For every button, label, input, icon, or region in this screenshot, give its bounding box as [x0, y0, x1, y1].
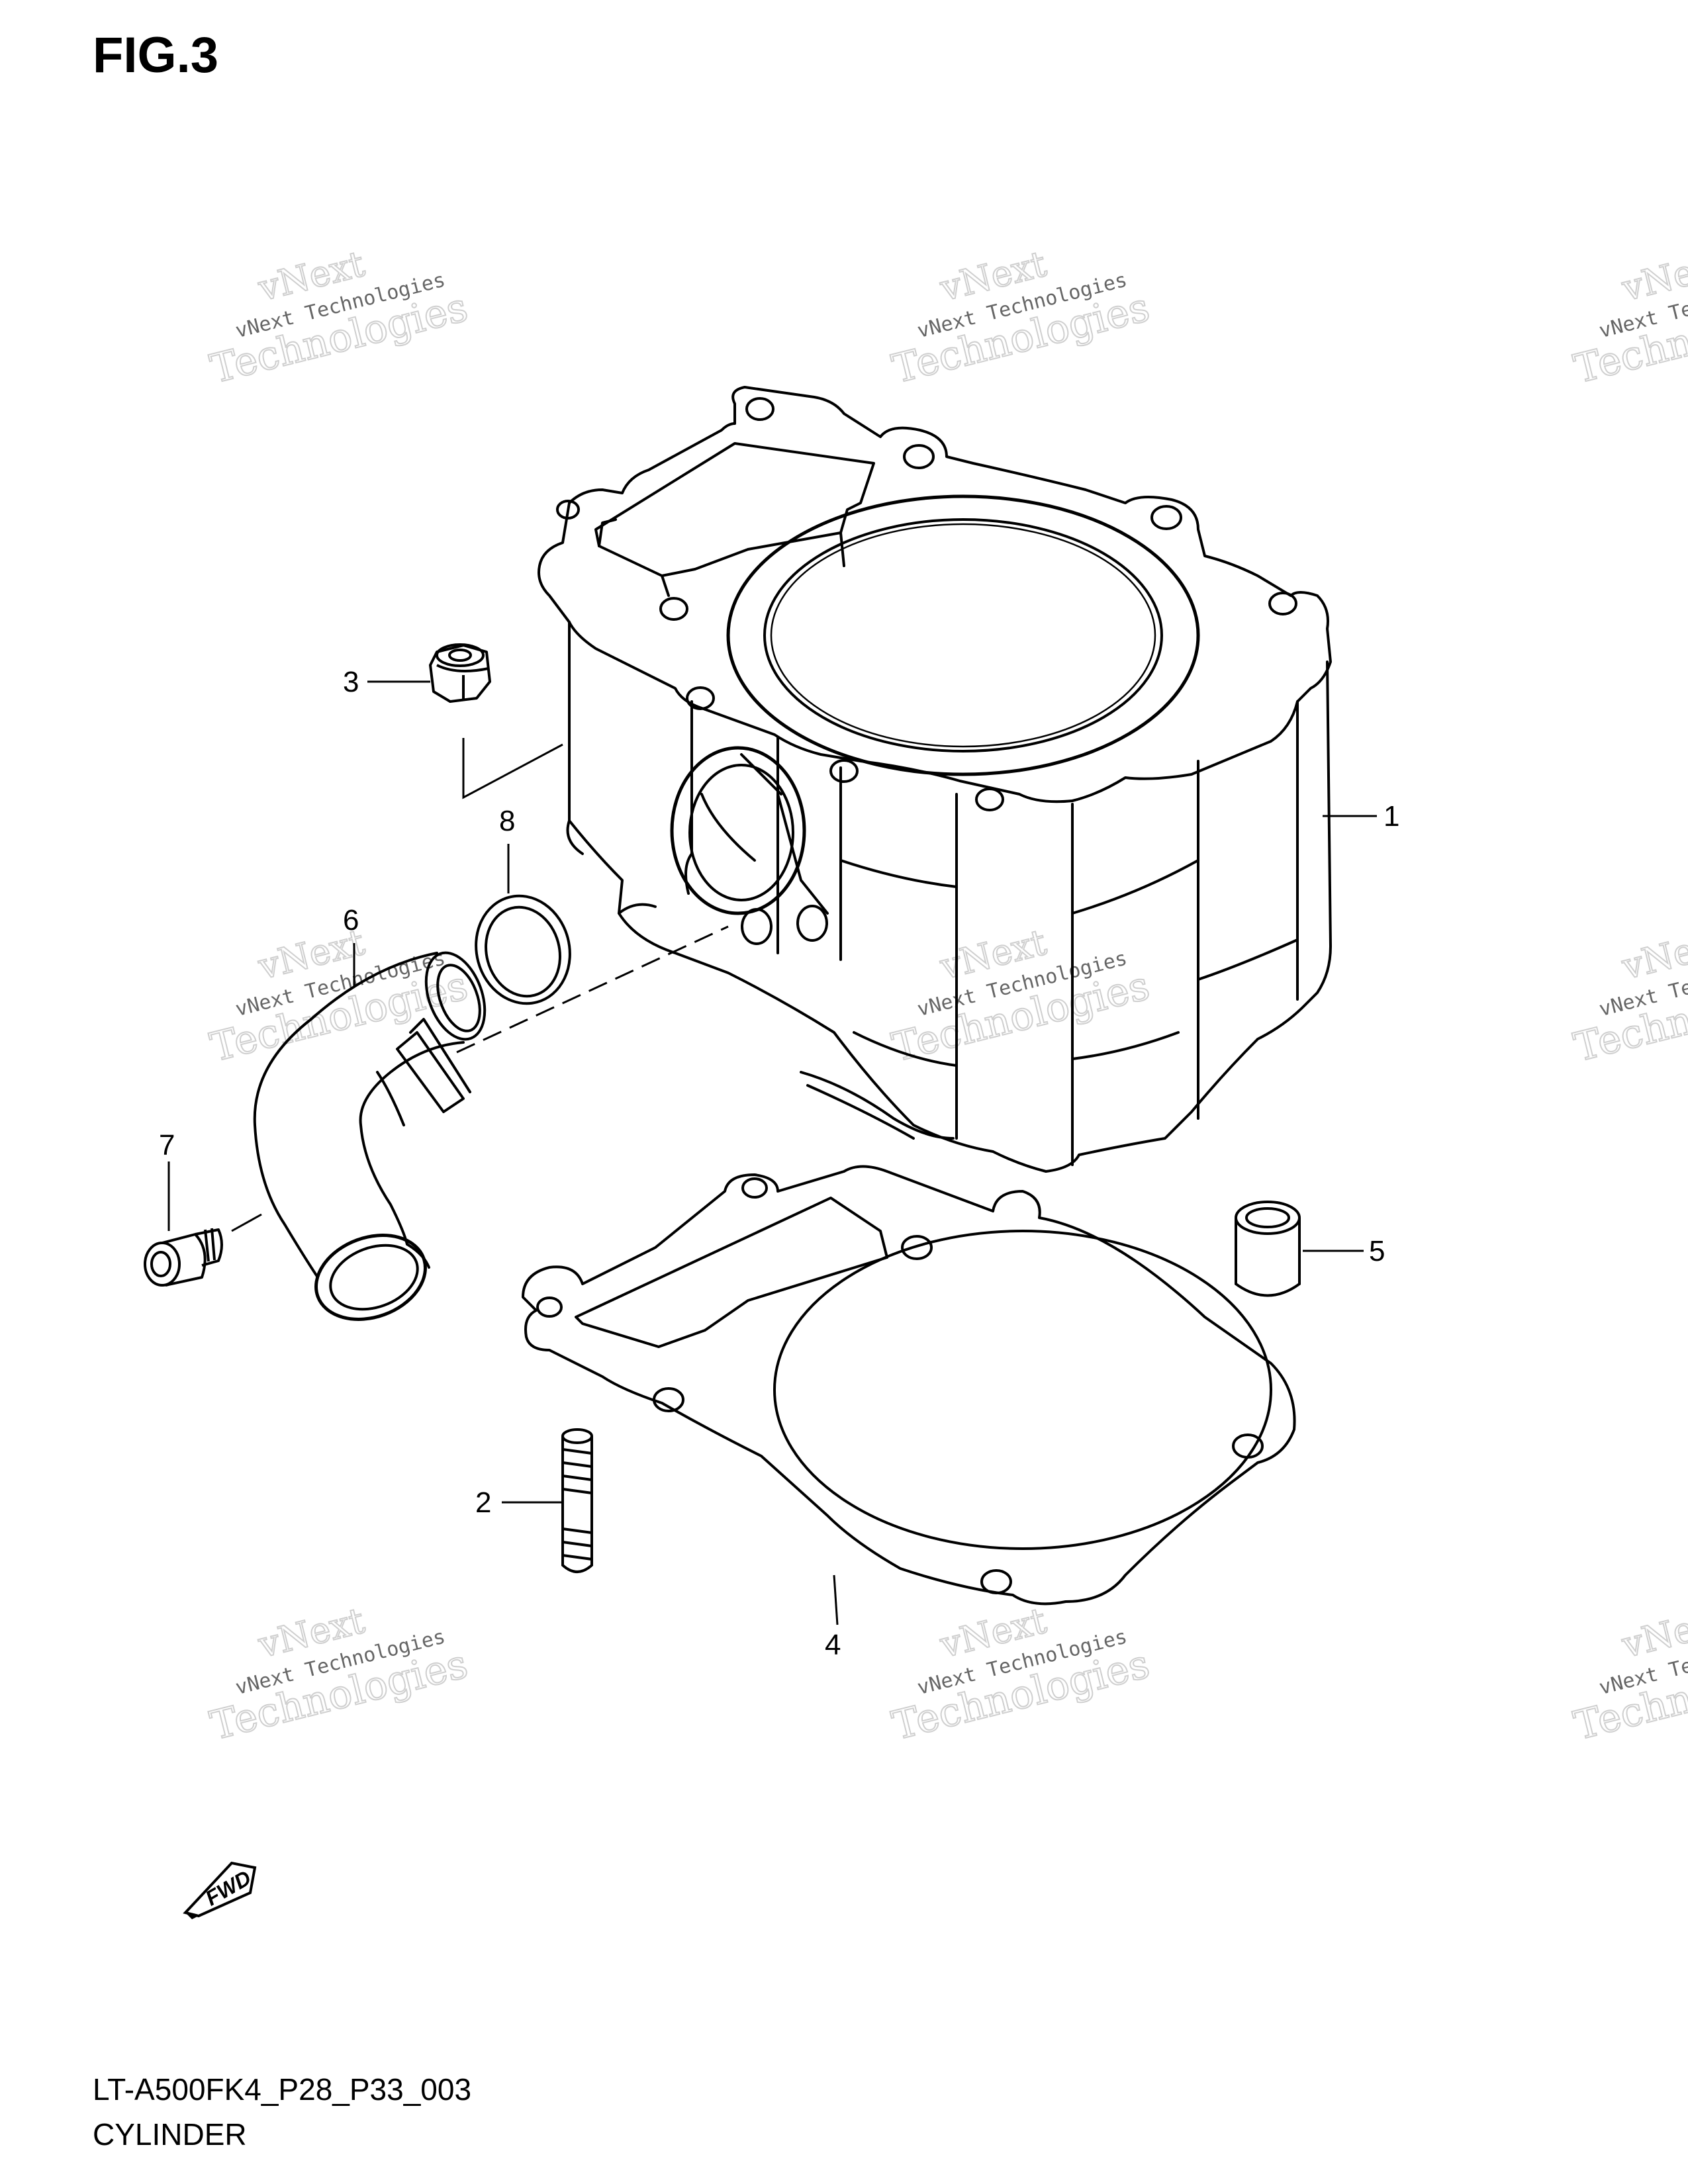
watermark-mid-right: vNext vNext Technologies Technologies — [1569, 921, 1688, 1071]
watermark-top-right: vNext vNext Technologies Technologies — [1569, 242, 1688, 393]
watermark-top-left: vNext vNext Technologies Technologies — [205, 242, 473, 393]
watermark-mid-center: vNext vNext Technologies Technologies — [887, 921, 1154, 1071]
part-8-o-ring — [475, 894, 571, 1005]
model-code: LT-A500FK4_P28_P33_003 — [93, 2072, 472, 2107]
part-2-stud-bolt — [561, 1428, 593, 1573]
part-1-cylinder — [538, 386, 1332, 1173]
callout-4: 4 — [825, 1629, 841, 1661]
callout-1: 1 — [1383, 800, 1399, 833]
callout-7: 7 — [159, 1129, 175, 1161]
part-5-dowel-pin — [1235, 1201, 1301, 1297]
callout-5: 5 — [1369, 1235, 1385, 1267]
watermark-group: vNext vNext Technologies Technologies vN… — [205, 242, 1688, 1750]
callout-numbers: 1 2 3 4 5 6 7 8 — [159, 666, 1399, 1661]
part-7-screw — [144, 1228, 223, 1287]
watermark-bottom-right: vNext vNext Technologies Technologies — [1569, 1599, 1688, 1750]
watermark-top-center: vNext vNext Technologies Technologies — [887, 242, 1154, 393]
part-6-intake-pipe — [253, 951, 487, 1321]
part-4-cylinder-gasket — [522, 1165, 1296, 1606]
callout-3: 3 — [343, 666, 359, 698]
part-3-nut — [429, 643, 491, 703]
figure-title: FIG.3 — [93, 27, 219, 83]
leader-lines — [167, 680, 1377, 1625]
fwd-direction-arrow: FWD — [183, 1861, 257, 1919]
callout-8: 8 — [499, 805, 515, 837]
watermark-bottom-center: vNext vNext Technologies Technologies — [887, 1599, 1154, 1750]
callout-6: 6 — [343, 904, 359, 936]
watermark-line1: vNext — [1617, 1600, 1688, 1666]
watermark-mid-left: vNext vNext Technologies Technologies — [205, 921, 473, 1071]
watermark-bottom-left: vNext vNext Technologies Technologies — [205, 1599, 473, 1750]
section-name: CYLINDER — [93, 2117, 247, 2152]
watermark-line1: vNext — [1617, 921, 1688, 988]
watermark-line1: vNext — [1617, 243, 1688, 310]
callout-2: 2 — [475, 1486, 491, 1519]
